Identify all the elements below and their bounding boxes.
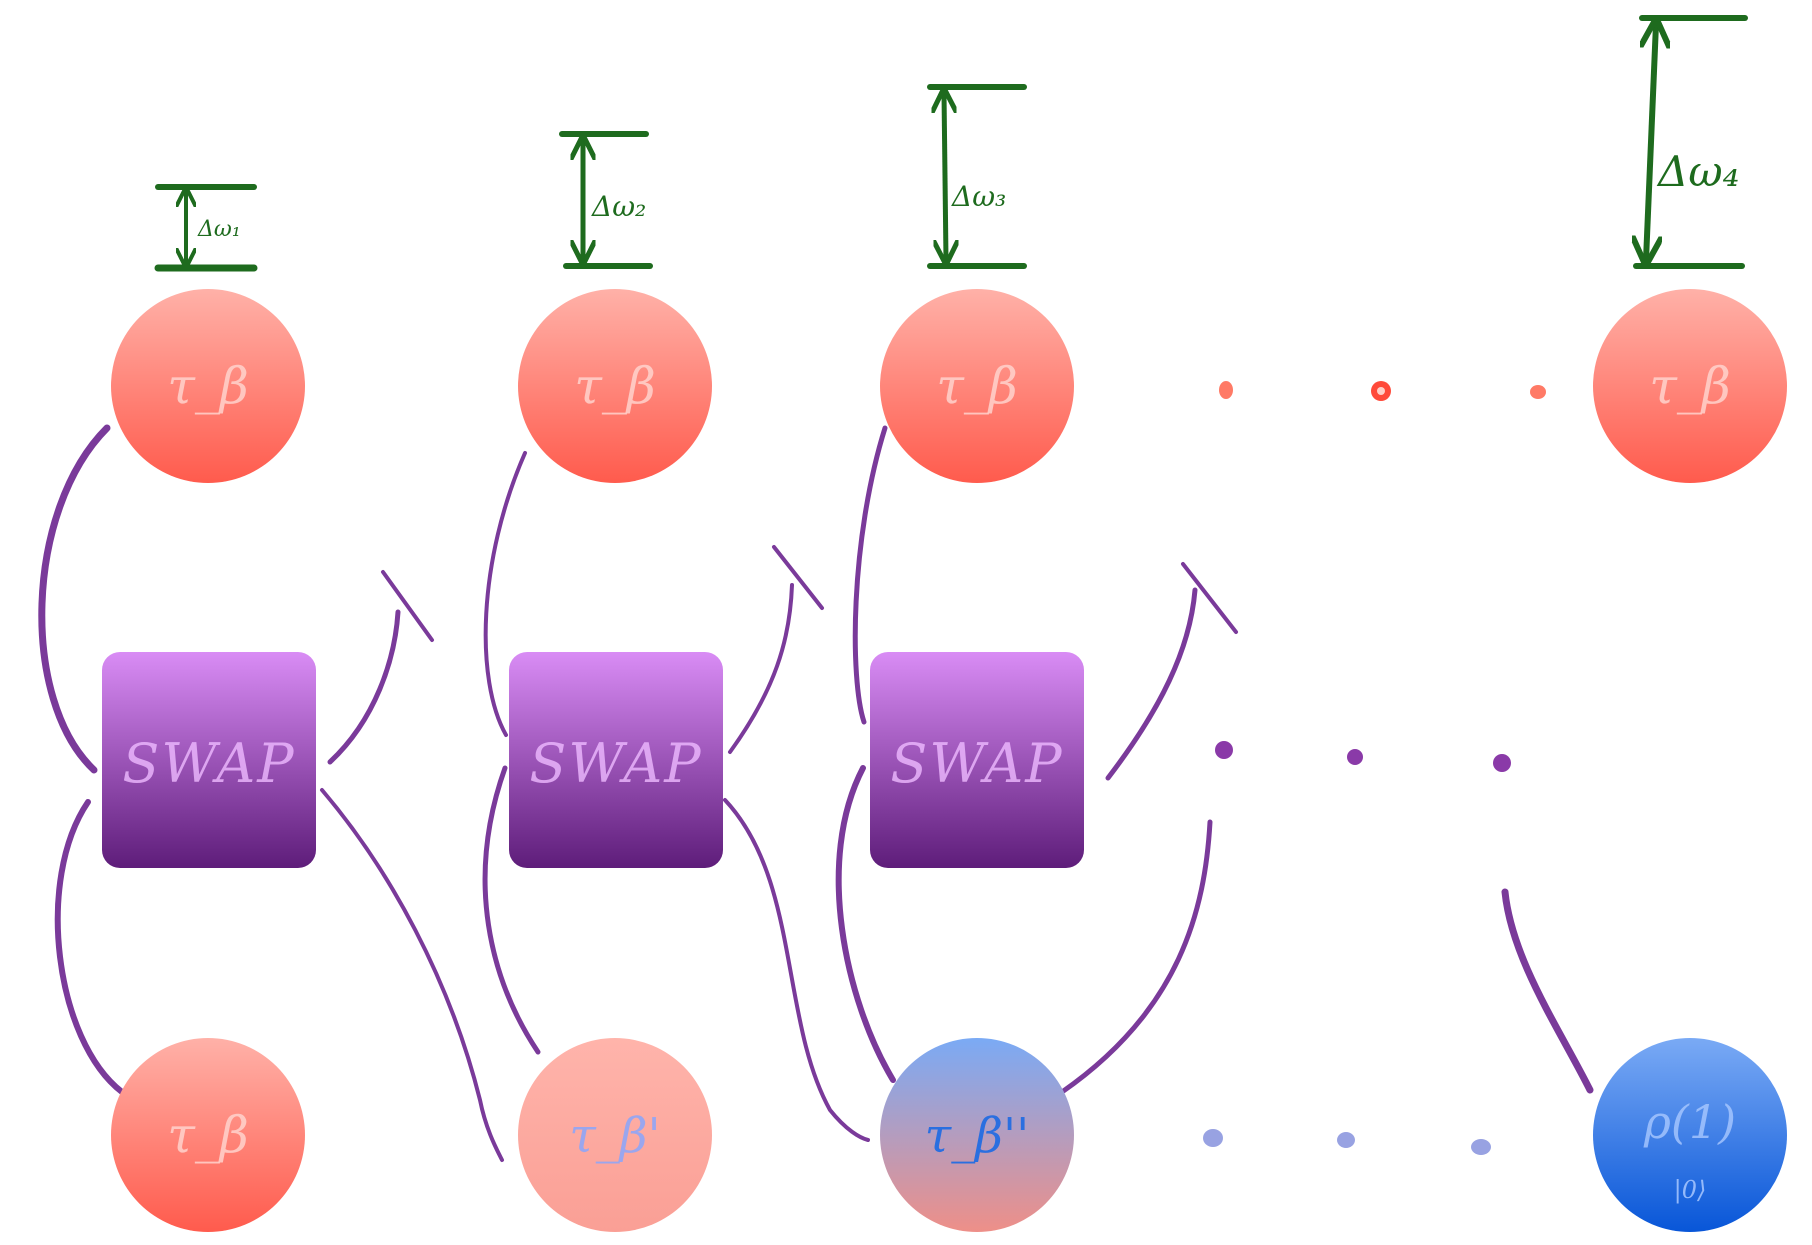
ellipsis-middle bbox=[1215, 741, 1511, 772]
swap-gate-3: SWAP bbox=[870, 652, 1084, 868]
swap-gate-1: SWAP bbox=[102, 652, 316, 868]
connection-bottom3-right bbox=[1059, 819, 1213, 1095]
connection-top3-swap3 bbox=[852, 425, 888, 725]
top-node-label: τ_β bbox=[574, 357, 656, 415]
connection-swap3-out-up bbox=[1105, 587, 1198, 781]
top-node-1: τ_β bbox=[111, 289, 305, 483]
bottom-node-label: τ_β bbox=[167, 1106, 249, 1164]
bottom-node-label: ρ(1) bbox=[1643, 1095, 1736, 1149]
connection-swap2-out-tick bbox=[772, 545, 824, 610]
ellipsis-top bbox=[1219, 381, 1546, 401]
ellipsis-bottom bbox=[1203, 1129, 1491, 1155]
connection-swap1-bottom2 bbox=[320, 788, 504, 1162]
top-node-label: τ_β bbox=[936, 357, 1018, 415]
gap-label-3: Δω₃ bbox=[951, 180, 1006, 213]
top-node-label: τ_β bbox=[167, 357, 249, 415]
connection-swap3-out-tick bbox=[1181, 562, 1238, 634]
bottom-node-2: τ_β' bbox=[518, 1038, 712, 1232]
swap-connections bbox=[38, 424, 1594, 1162]
energy-gap-1: Δω₁ bbox=[154, 184, 258, 272]
gap-label-1: Δω₁ bbox=[197, 217, 241, 242]
top-node-3: τ_β bbox=[880, 289, 1074, 483]
energy-gap-3: Δω₃ bbox=[927, 84, 1027, 269]
connection-swap1-out-up bbox=[327, 609, 401, 765]
connection-bottom4-left bbox=[1501, 888, 1594, 1094]
connection-bottom2-swap2 bbox=[482, 765, 541, 1055]
bottom-node-label: τ_β'' bbox=[925, 1108, 1030, 1164]
connection-swap1-out-tick bbox=[381, 570, 434, 642]
energy-gap-2: Δω₂ bbox=[559, 131, 653, 269]
gap-label-2: Δω₂ bbox=[591, 190, 646, 223]
connection-top1-swap1 bbox=[38, 424, 111, 774]
swap-label: SWAP bbox=[122, 732, 295, 795]
connection-swap2-out-up bbox=[728, 583, 794, 754]
energy-gap-4: Δω₄ bbox=[1636, 15, 1748, 269]
top-node-2: τ_β bbox=[518, 289, 712, 483]
bottom-node-3: τ_β'' bbox=[880, 1038, 1074, 1232]
swap-gate-2: SWAP bbox=[509, 652, 723, 868]
connection-top2-swap2 bbox=[483, 451, 527, 737]
bottom-node-sublabel: |0⟩ bbox=[1674, 1176, 1707, 1205]
top-node-label: τ_β bbox=[1649, 357, 1731, 415]
swap-label: SWAP bbox=[890, 732, 1063, 795]
bottom-node-4: ρ(1) |0⟩ bbox=[1593, 1038, 1787, 1232]
swap-label: SWAP bbox=[529, 732, 702, 795]
gap-label-4: Δω₄ bbox=[1656, 147, 1739, 196]
bottom-node-label: τ_β' bbox=[569, 1108, 661, 1164]
top-node-4: τ_β bbox=[1593, 289, 1787, 483]
connection-swap2-bottom3 bbox=[723, 798, 870, 1142]
connection-bottom3-swap3 bbox=[835, 765, 896, 1083]
bottom-node-1: τ_β bbox=[111, 1038, 305, 1232]
connection-bottom1-swap1 bbox=[54, 799, 125, 1095]
